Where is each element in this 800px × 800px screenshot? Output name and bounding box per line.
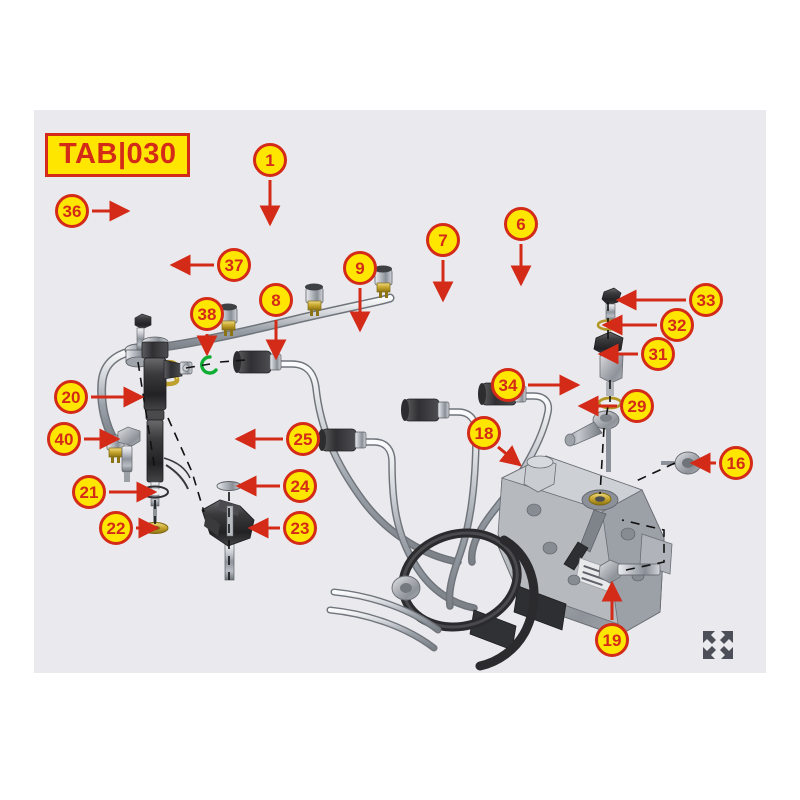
diagram-canvas [34, 110, 766, 673]
callout-20[interactable]: 20 [54, 380, 88, 414]
callout-33[interactable]: 33 [689, 283, 723, 317]
callout-37[interactable]: 37 [217, 248, 251, 282]
banjo-fitting-part [564, 410, 620, 447]
callout-32[interactable]: 32 [660, 308, 694, 342]
copper-washer-22-part [141, 522, 169, 534]
callout-40[interactable]: 40 [47, 422, 81, 456]
drive-ring-and-hose [391, 528, 539, 671]
callout-18[interactable]: 18 [467, 416, 501, 450]
callout-16[interactable]: 16 [719, 446, 753, 480]
callout-8[interactable]: 8 [259, 283, 293, 317]
callout-38[interactable]: 38 [190, 297, 224, 331]
mounting-bolt-part [598, 559, 661, 584]
callout-34[interactable]: 34 [491, 368, 525, 402]
expand-arrows-icon[interactable] [700, 628, 736, 662]
callout-7[interactable]: 7 [426, 223, 460, 257]
green-retainer-clip-part [200, 355, 218, 375]
callout-9[interactable]: 9 [343, 251, 377, 285]
high-pressure-lines [233, 350, 553, 612]
callout-25[interactable]: 25 [286, 422, 320, 456]
callout-29[interactable]: 29 [620, 389, 654, 423]
callout-6[interactable]: 6 [504, 207, 538, 241]
tab-label: TAB|030 [45, 133, 191, 178]
feed-pipes [326, 588, 442, 652]
callout-22[interactable]: 22 [99, 511, 133, 545]
parts-illustration [97, 265, 702, 671]
callout-24[interactable]: 24 [283, 469, 317, 503]
solenoid-stack [564, 287, 624, 472]
callout-1[interactable]: 1 [253, 143, 287, 177]
callout-36[interactable]: 36 [55, 194, 89, 228]
callout-19[interactable]: 19 [595, 623, 629, 657]
callout-31[interactable]: 31 [641, 337, 675, 371]
callout-21[interactable]: 21 [72, 475, 106, 509]
mounting-nut-part [661, 451, 702, 475]
injection-pump-body-part [469, 455, 673, 651]
callout-23[interactable]: 23 [283, 511, 317, 545]
injector-clamp-part [201, 481, 255, 581]
